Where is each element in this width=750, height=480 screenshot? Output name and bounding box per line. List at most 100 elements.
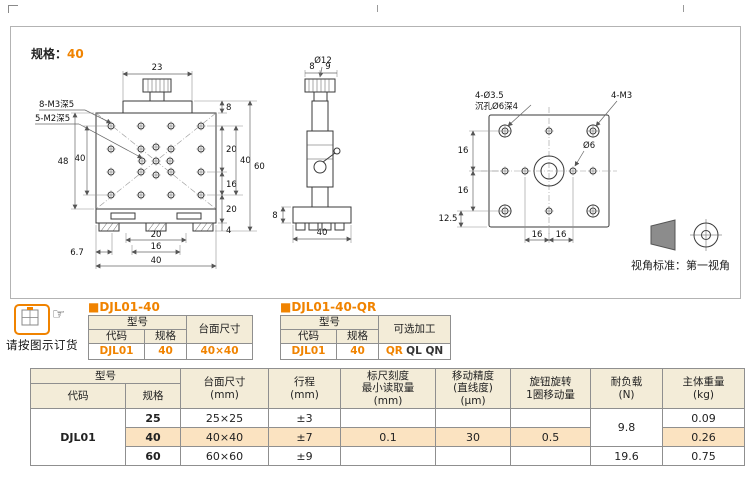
front-dim-40-right: 40 <box>240 156 251 166</box>
model-table-2-title: ■DJL01-40-QR <box>280 300 377 314</box>
order-note: 请按图示订货 <box>6 338 78 352</box>
travel-value: ±7 <box>268 427 341 447</box>
scale-min-value: 0.1 <box>340 427 436 447</box>
table-size-header: 台面尺寸 <box>186 315 253 344</box>
scale-min-spacer <box>340 446 436 466</box>
front-dim-20-right: 20 <box>226 145 237 155</box>
side-dim-8-base: 8 <box>272 211 277 221</box>
model-table-1: 型号 台面尺寸 代码 规格 DJL01 40 40×40 <box>88 315 253 360</box>
crop-mark <box>377 5 378 12</box>
side-view: Ø12 8 9 <box>272 55 352 243</box>
side-dim-dia12: Ø12 <box>314 55 332 66</box>
spec-value: 40 <box>125 427 181 447</box>
accuracy-value: 30 <box>435 427 511 447</box>
spec-value: 40 <box>144 343 187 360</box>
spec-row-25: DJL01 25 25×25 ±3 9.8 0.09 <box>30 408 745 466</box>
weight-value: 0.75 <box>662 446 745 466</box>
knob-per-turn-header: 旋钮旋转 1圈移动量 <box>510 368 591 409</box>
option-alternatives: QL QN <box>406 345 444 357</box>
code-value: DJL01 <box>30 408 126 466</box>
front-dim-40-left: 40 <box>75 154 86 164</box>
front-dim-20-base: 20 <box>226 205 237 215</box>
front-dim-16-right: 16 <box>226 180 237 190</box>
mini-stage-icon <box>21 307 39 326</box>
back-note-m3: 4-M3 <box>611 91 632 101</box>
table-size-value: 40×40 <box>180 427 269 447</box>
back-note-holes: 4-Ø3.5 <box>475 90 504 101</box>
load-value-25-40: 9.8 <box>590 408 663 447</box>
code-value: DJL01 <box>88 343 145 360</box>
front-dim-16-bottom: 16 <box>151 242 162 252</box>
spec-note: 规格：40 <box>31 45 84 62</box>
table-size-value: 60×60 <box>180 446 269 466</box>
drawing-panel: 规格：40 <box>10 26 741 299</box>
movement-accuracy-header: 移动精度 (直线度) (μm) <box>435 368 511 409</box>
side-dim-40: 40 <box>317 228 328 238</box>
spec-value: 40 <box>336 343 379 360</box>
order-example-icon <box>14 304 50 335</box>
back-dim-12-5: 12.5 <box>439 214 458 224</box>
front-dim-48: 48 <box>58 157 69 167</box>
back-note-cbore: 沉孔Ø6深4 <box>475 101 518 112</box>
model-header: 型号 <box>88 315 187 330</box>
pointing-hand-icon: ☞ <box>52 305 66 323</box>
spec-header: 规格 <box>125 383 181 409</box>
model-header: 型号 <box>280 315 379 330</box>
load-value-60: 19.6 <box>590 446 663 466</box>
front-note-m3: 8-M3深5 <box>39 100 74 110</box>
travel-value: ±9 <box>268 446 341 466</box>
travel-header: 行程 (mm) <box>268 368 341 409</box>
back-dim-16-bottom-right: 16 <box>556 230 567 240</box>
body-weight-header: 主体重量 (kg) <box>662 368 745 409</box>
side-dim-8: 8 <box>309 62 314 72</box>
table-size-header: 台面尺寸 (mm) <box>180 368 269 409</box>
table-size-value: 25×25 <box>180 408 269 428</box>
back-dim-16-bottom-left: 16 <box>532 230 543 240</box>
accuracy-spacer <box>435 446 511 466</box>
front-note-m2: 5-M2深5 <box>35 114 70 124</box>
code-header: 代码 <box>88 329 145 344</box>
spec-header: 规格 <box>336 329 379 344</box>
back-dim-dia6: Ø6 <box>583 140 595 151</box>
spec-row-40: 40 40×40 ±7 0.1 30 0.5 0.26 <box>31 427 745 447</box>
first-angle-cone-icon <box>650 219 676 251</box>
spec-header: 规格 <box>144 329 187 344</box>
technical-drawing: 23 8-M3深5 5-M2深5 48 40 8 <box>35 55 722 269</box>
front-view: 23 8-M3深5 5-M2深5 48 40 8 <box>35 63 265 269</box>
model-table-2: 型号 可选加工 代码 规格 DJL01 40 QR QL QN <box>280 315 451 360</box>
projection-standard-label: 视角标准：第一视角 <box>631 259 730 272</box>
front-dim-60: 60 <box>254 162 265 172</box>
front-dim-6-7: 6.7 <box>70 248 84 258</box>
front-dim-23: 23 <box>152 63 163 73</box>
spec-value: 60 <box>125 446 181 466</box>
back-dim-16-lower: 16 <box>458 186 469 196</box>
first-angle-view-icon <box>690 219 722 251</box>
model-table-1-title: ■DJL01-40 <box>88 300 160 314</box>
spec-note-value: 40 <box>67 47 84 61</box>
scale-min-spacer <box>340 408 436 428</box>
front-dim-8: 8 <box>226 103 231 113</box>
spec-row-60: 60 60×60 ±9 19.6 0.75 <box>31 446 745 466</box>
code-header: 代码 <box>280 329 337 344</box>
load-capacity-header: 耐负载 (N) <box>590 368 663 409</box>
spec-value: 25 <box>125 408 181 428</box>
projection-symbols <box>650 219 722 251</box>
table-size-value: 40×40 <box>186 343 253 360</box>
scale-min-reading-header: 标尺刻度 最小读取量 (mm) <box>340 368 436 409</box>
optional-machining-header: 可选加工 <box>378 315 451 344</box>
front-dim-40-bottom: 40 <box>151 256 162 266</box>
travel-value: ±3 <box>268 408 341 428</box>
model-header: 型号 <box>30 368 181 384</box>
back-dim-16-upper: 16 <box>458 146 469 156</box>
option-main: QR <box>385 345 403 357</box>
per-turn-spacer <box>510 446 591 466</box>
weight-value: 0.09 <box>662 408 745 428</box>
crop-mark <box>683 5 684 12</box>
code-value: DJL01 <box>280 343 337 360</box>
crop-mark <box>8 5 18 13</box>
spec-note-label: 规格： <box>31 47 68 61</box>
front-dim-4: 4 <box>226 226 231 236</box>
spec-table: 型号 台面尺寸 (mm) 行程 (mm) 标尺刻度 最小读取量 (mm) 移动精… <box>30 368 745 466</box>
front-dim-20-bottom: 20 <box>151 230 162 240</box>
